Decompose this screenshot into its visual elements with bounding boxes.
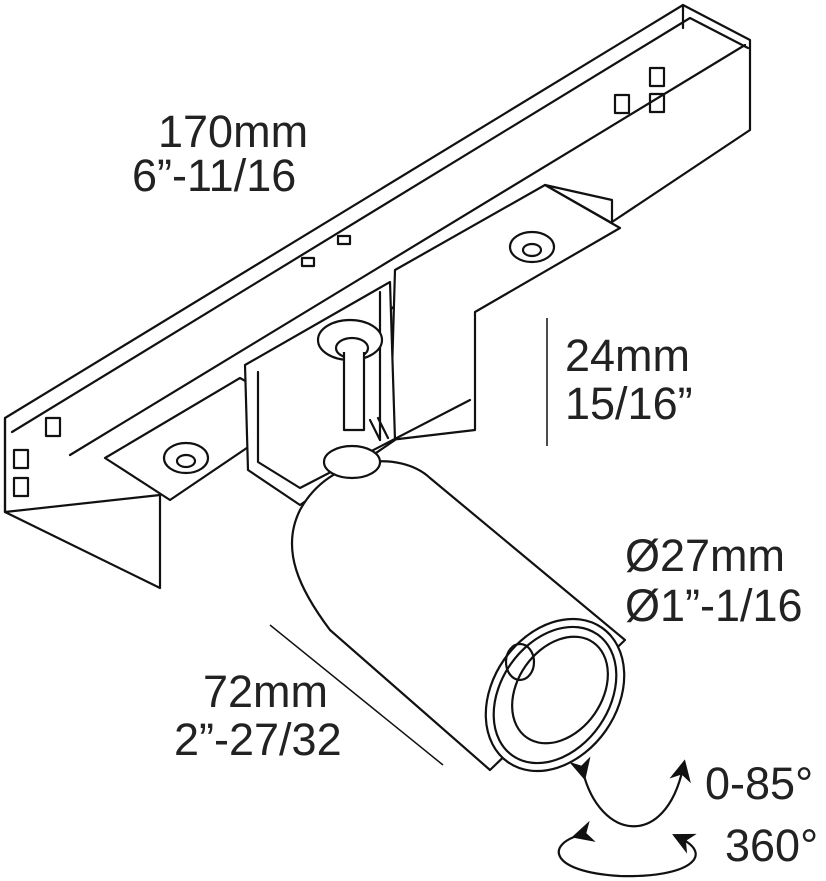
spot-length-imperial-label: 2”-27/32 [174, 714, 342, 765]
length-metric-label: 170mm [158, 106, 309, 157]
spotlight-head [290, 444, 627, 773]
rotate-arrow-icon [557, 820, 697, 878]
tilt-arrow-icon [569, 756, 691, 828]
diameter-imperial-label: Ø1”-1/16 [625, 580, 803, 631]
tilt-angle-label: 0-85° [705, 758, 814, 809]
diameter-metric-label: Ø27mm [625, 530, 786, 581]
length-dimension-line [269, 624, 444, 766]
spot-length-metric-label: 72mm [203, 666, 329, 717]
height-metric-label: 24mm [565, 330, 691, 381]
screw-left [162, 441, 210, 475]
pan-angle-label: 360° [725, 820, 819, 871]
track-rail [3, 3, 752, 590]
screw-right [508, 230, 556, 264]
length-imperial-label: 6”-11/16 [132, 150, 297, 201]
connector-slots [12, 66, 666, 498]
height-imperial-label: 15/16” [565, 378, 693, 429]
